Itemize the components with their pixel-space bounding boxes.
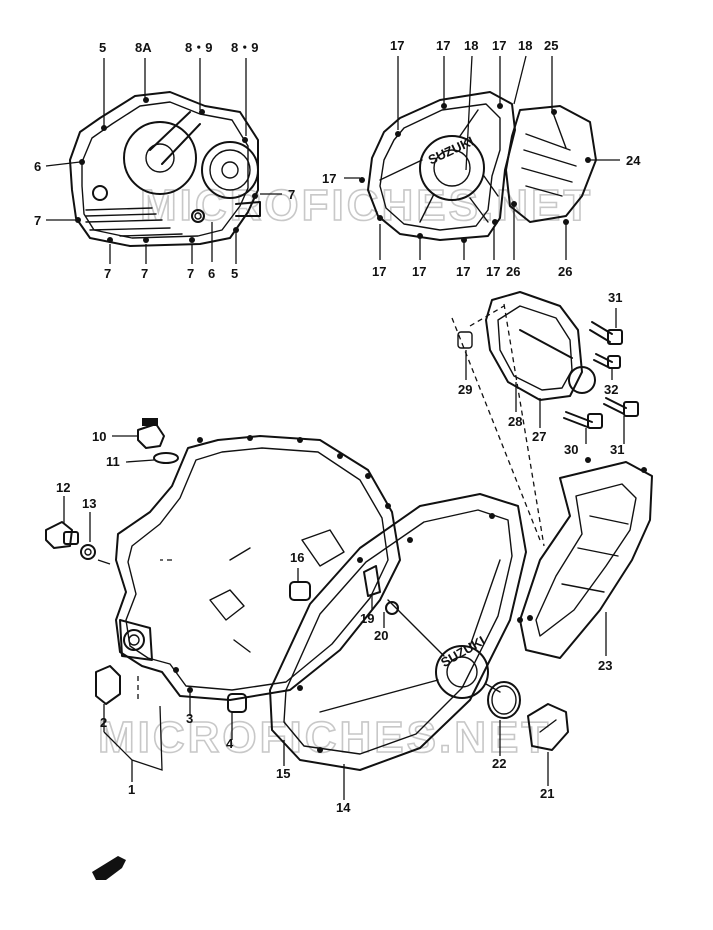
callout-20: 20 [374,628,388,643]
callout-29: 29 [458,382,472,397]
callout-25: 25 [544,38,558,53]
callout-10: 10 [92,429,106,444]
callout-8-9: 8・9 [185,40,212,55]
dowel-pin-4 [227,693,247,713]
callout-8a: 8A [135,40,152,55]
callout-19: 19 [360,611,374,626]
callout-7: 7 [288,187,295,202]
o-ring-and-cap [487,681,569,751]
bolt-31-top [589,321,623,345]
callout-17: 17 [486,264,500,279]
callout-6: 6 [34,159,41,174]
callout-30: 30 [564,442,578,457]
crankcase-main [115,435,401,713]
callout-2: 2 [100,715,107,730]
sprocket-cover-main [519,457,653,659]
callout-31: 31 [610,442,624,457]
callout-17: 17 [390,38,404,53]
callout-17: 17 [412,264,426,279]
callout-7: 7 [34,213,41,228]
gear-cover-assembly [457,291,639,429]
callout-18: 18 [464,38,478,53]
callout-6: 6 [208,266,215,281]
callout-7: 7 [141,266,148,281]
callout-5: 5 [231,266,238,281]
callout-22: 22 [492,756,506,771]
callout-15: 15 [276,766,290,781]
callout-11: 11 [106,454,120,469]
callout-1: 1 [128,782,135,797]
bolt-30 [563,411,603,429]
callout-17: 17 [456,264,470,279]
clutch-cover-assembly [69,91,261,247]
callout-7: 7 [104,266,111,281]
oil-filler-parts [45,418,179,705]
callout-18: 18 [518,38,532,53]
callout-8-9: 8・9 [231,40,258,55]
callout-12: 12 [56,480,70,495]
callout-17: 17 [322,171,336,186]
watermark-bottom: MICROFICHES.NET [98,713,551,762]
callout-26: 26 [558,264,572,279]
dowel-pin-16 [289,581,311,601]
callout-28: 28 [508,414,522,429]
callout-16: 16 [290,550,304,565]
callout-7: 7 [187,266,194,281]
bolt-32 [593,353,621,369]
callout-labels: 5 8A 8・9 8・9 6 7 7 7 7 6 5 7 17 17 18 17… [34,38,641,815]
callout-13: 13 [82,496,96,511]
callout-26: 26 [506,264,520,279]
callout-17: 17 [492,38,506,53]
dowel-pin-29 [457,331,473,349]
callout-17: 17 [436,38,450,53]
leader-lines [45,55,625,800]
callout-3: 3 [186,711,193,726]
callout-32: 32 [604,382,618,397]
sprocket-cover-top [505,105,597,225]
callout-27: 27 [532,429,546,444]
callout-4: 4 [226,736,234,751]
bolt-31-bottom [603,397,639,417]
callout-24: 24 [626,153,641,168]
direction-arrow [92,856,126,880]
callout-21: 21 [540,786,554,801]
callout-5: 5 [99,40,106,55]
callout-17: 17 [372,264,386,279]
callout-31: 31 [608,290,622,305]
callout-23: 23 [598,658,612,673]
callout-14: 14 [336,800,351,815]
